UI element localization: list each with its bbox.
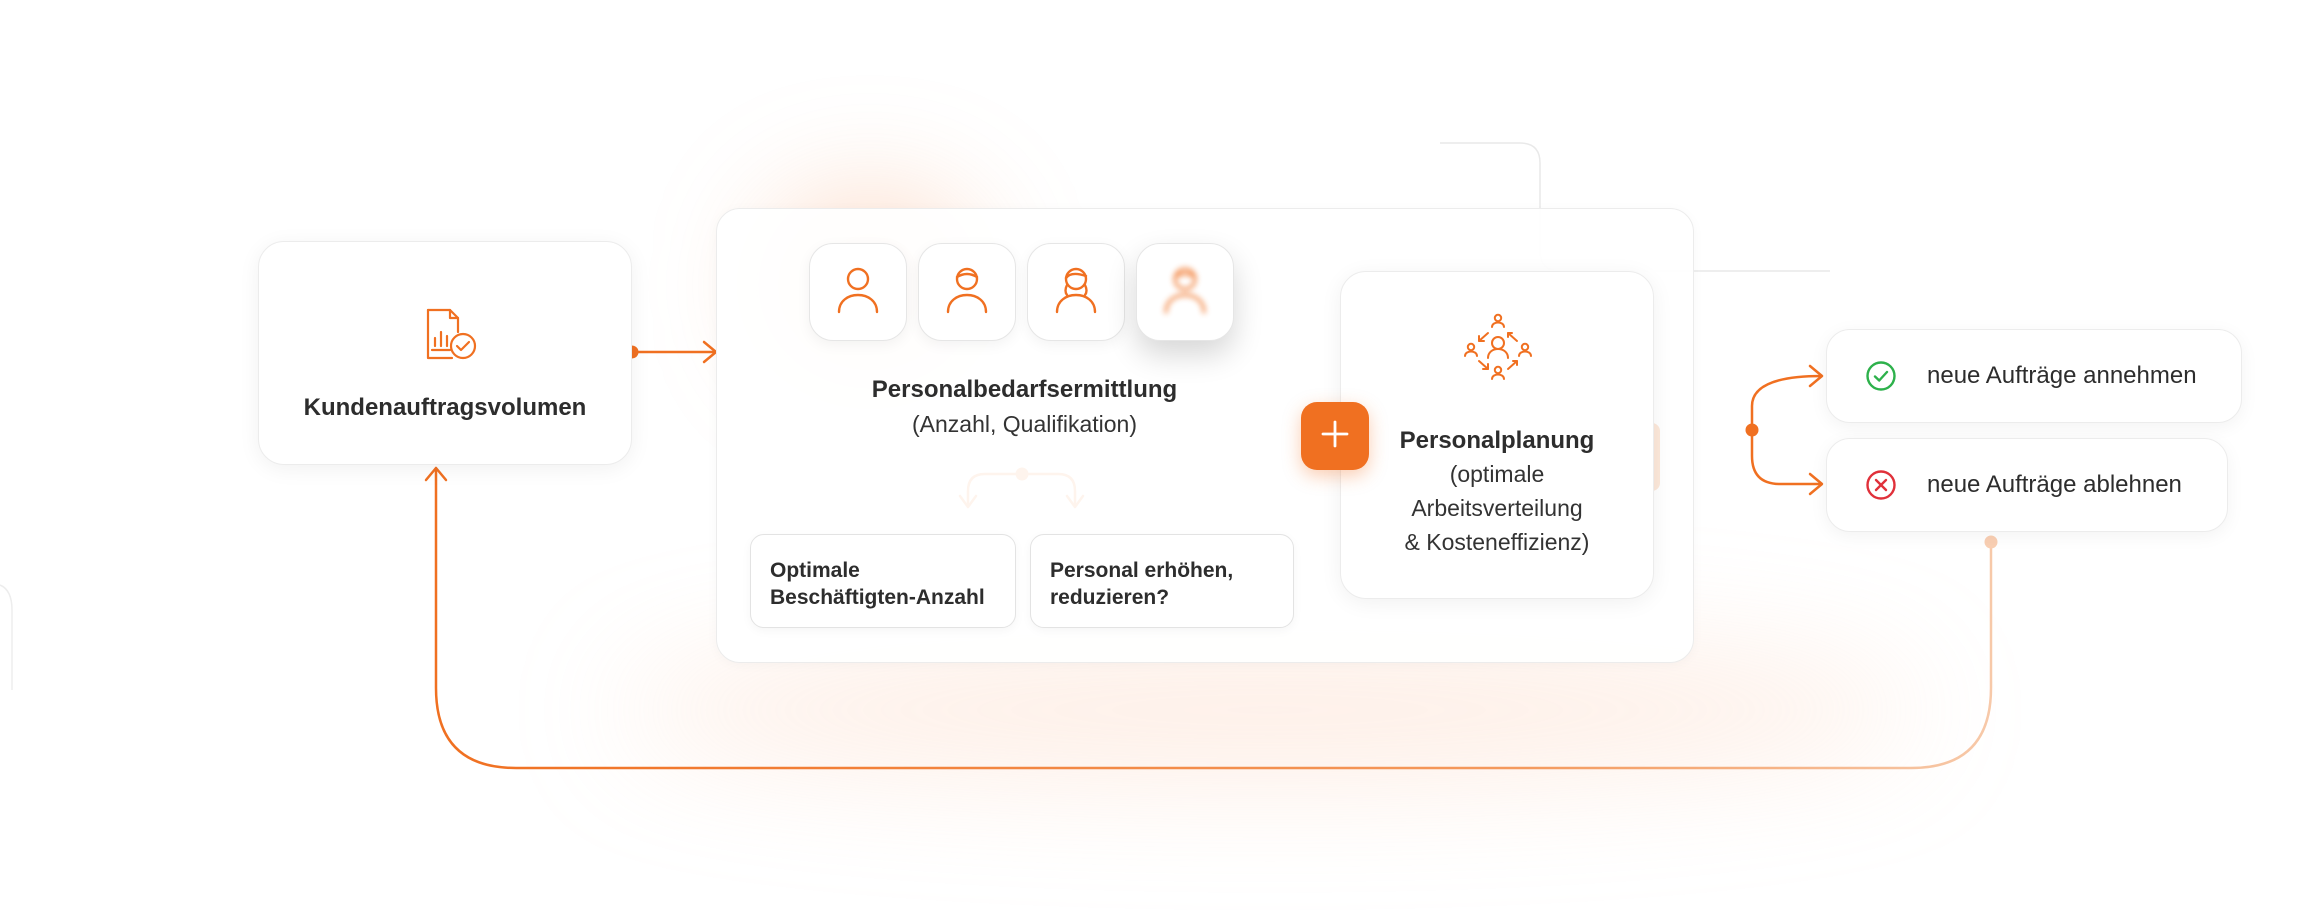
option-optimal-headcount: Optimale Beschäftigten-Anzahl [750, 534, 1016, 628]
planning-subtitle-line-2: Arbeitsverteilung [1411, 495, 1583, 521]
outcome-accept-label: neue Aufträge annehmen [1927, 362, 2197, 389]
outcome-accept: neue Aufträge annehmen [1826, 329, 2242, 423]
arrow-source-to-demand [625, 340, 718, 364]
person-tile-4 [1136, 243, 1234, 341]
person-tile-1 [809, 243, 907, 341]
check-circle-icon [1865, 360, 1897, 392]
planning-subtitle-line-3: & Kosteneffizienz) [1404, 529, 1590, 555]
planning-title: Personalplanung [1399, 427, 1595, 454]
demand-subtitle: (Anzahl, Qualifikation) [912, 411, 1137, 437]
fork-to-outcomes [1745, 364, 1824, 496]
x-circle-icon [1865, 469, 1897, 501]
person-icon [835, 265, 881, 320]
person-cap-icon [944, 265, 990, 320]
report-check-icon [422, 306, 480, 364]
planning-subtitle-line-1: (optimale [1449, 461, 1545, 487]
option-adjust-staff: Personal erhöhen, reduzieren? [1030, 534, 1294, 628]
demand-title: Personalbedarfsermittlung [871, 376, 1178, 403]
source-title: Kundenauftragsvolumen [303, 394, 587, 421]
person-tile-3 [1027, 243, 1125, 341]
team-network-icon [1461, 312, 1535, 386]
person-ponytail-icon [1053, 265, 1099, 320]
person-blurred-icon [1162, 265, 1208, 320]
outcome-reject-label: neue Aufträge ablehnen [1927, 471, 2182, 498]
source-card: Kundenauftragsvolumen [258, 241, 632, 465]
decorative-edge [0, 584, 13, 690]
planning-card: Personalplanung (optimale Arbeitsverteil… [1340, 271, 1654, 599]
person-tile-2 [918, 243, 1016, 341]
add-button[interactable] [1301, 402, 1369, 470]
outcome-reject: neue Aufträge ablehnen [1826, 438, 2228, 532]
plus-icon [1320, 419, 1350, 454]
